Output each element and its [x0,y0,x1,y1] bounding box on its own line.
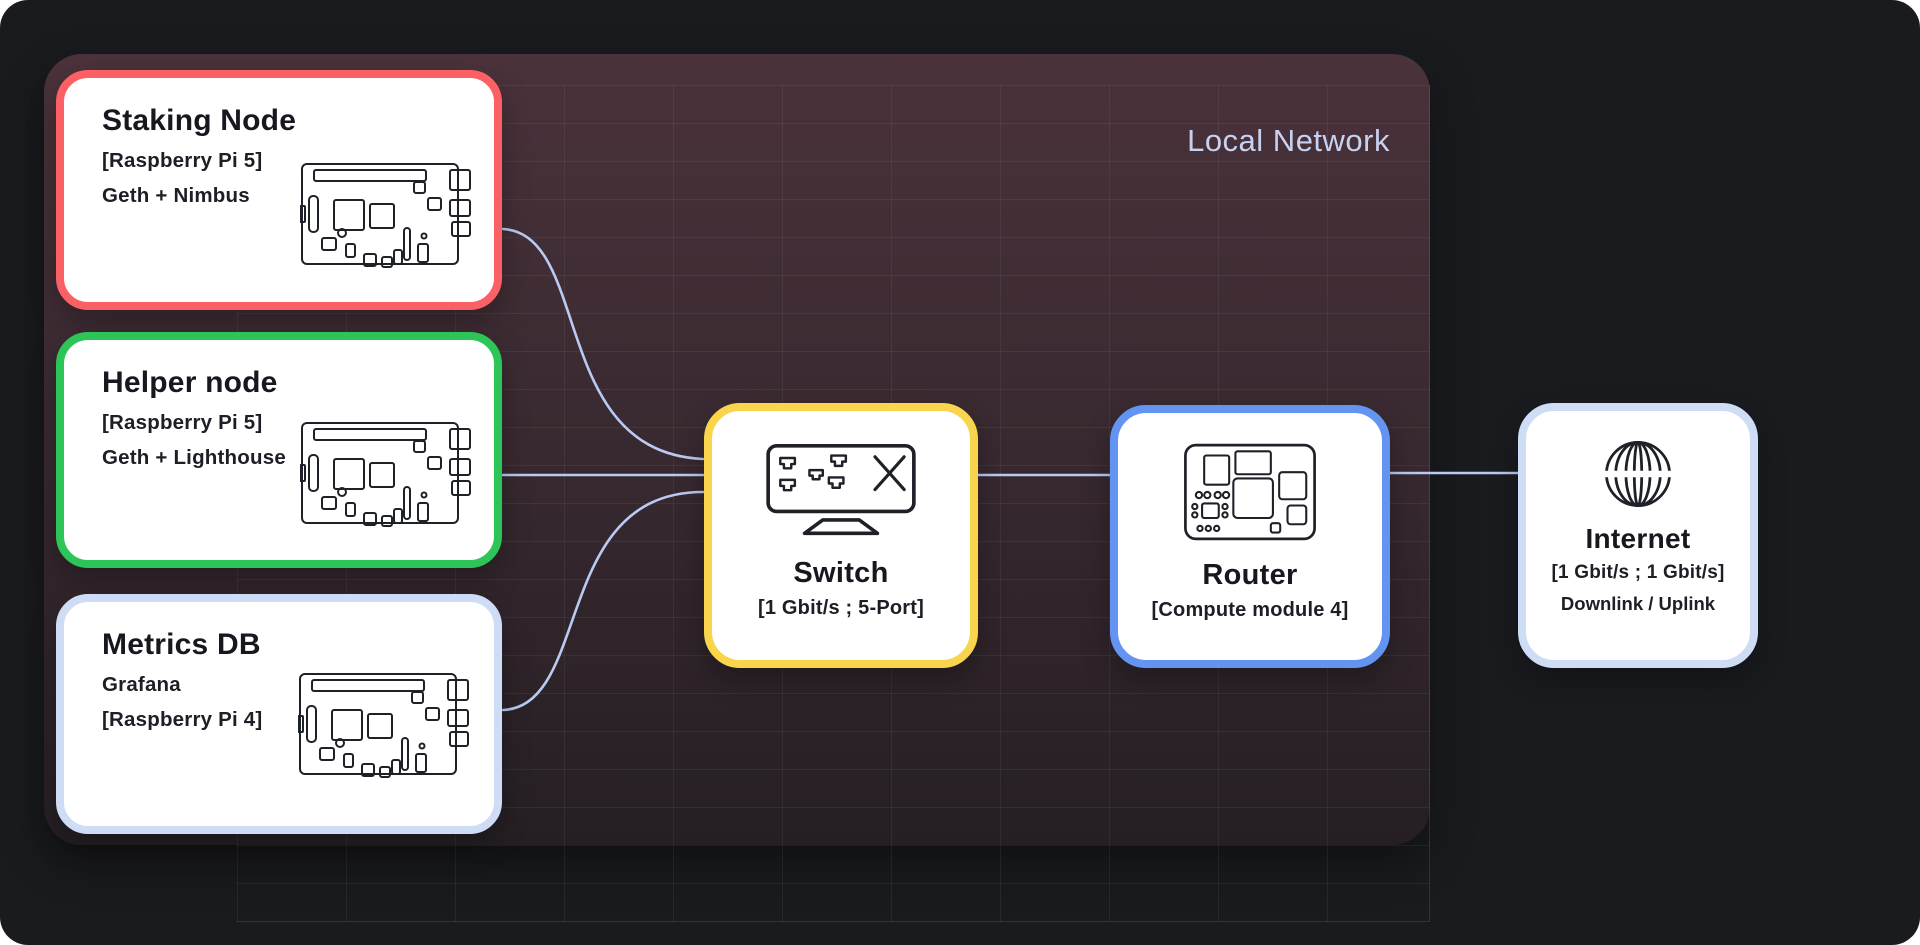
node-router-title: Router [1202,559,1298,591]
node-internet-subtitle: [1 Gbit/s ; 1 Gbit/s] [1551,562,1725,583]
node-staking[interactable]: Staking Node [Raspberry Pi 5] Geth + Nim… [56,70,502,310]
node-switch[interactable]: Switch [1 Gbit/s ; 5-Port] [704,403,978,668]
compute-module-board-icon [1183,443,1317,543]
node-helper-title: Helper node [102,366,278,399]
wire-metrics-to-switch[interactable] [501,490,705,712]
node-metrics-line2: [Raspberry Pi 4] [102,708,263,731]
raspberry-pi-board-icon [298,670,470,778]
node-switch-title: Switch [793,557,889,589]
raspberry-pi-board-icon [300,160,472,268]
node-metrics-line1: Grafana [102,673,181,696]
node-helper-line2: Geth + Lighthouse [102,446,286,469]
node-staking-title: Staking Node [102,104,297,137]
node-helper-line1: [Raspberry Pi 5] [102,411,263,434]
frame-label: Local Network [1187,123,1390,158]
wire-staking-to-switch[interactable] [501,227,705,461]
node-staking-line1: [Raspberry Pi 5] [102,149,263,172]
node-switch-subtitle: [1 Gbit/s ; 5-Port] [757,597,925,619]
node-internet[interactable]: Internet [1 Gbit/s ; 1 Gbit/s] Downlink … [1518,403,1758,668]
node-metrics[interactable]: Metrics DB Grafana [Raspberry Pi 4] [56,594,502,834]
node-router-subtitle: [Compute module 4] [1151,599,1349,621]
node-internet-subtitle2: Downlink / Uplink [1560,593,1716,614]
network-switch-icon [763,441,919,543]
node-helper[interactable]: Helper node [Raspberry Pi 5] Geth + Ligh… [56,332,502,568]
node-router[interactable]: Router [Compute module 4] [1110,405,1390,668]
node-metrics-title: Metrics DB [102,628,261,661]
globe-icon [1599,435,1677,513]
raspberry-pi-board-icon [300,419,472,527]
node-staking-line2: Geth + Nimbus [102,184,250,207]
node-internet-title: Internet [1585,523,1691,554]
